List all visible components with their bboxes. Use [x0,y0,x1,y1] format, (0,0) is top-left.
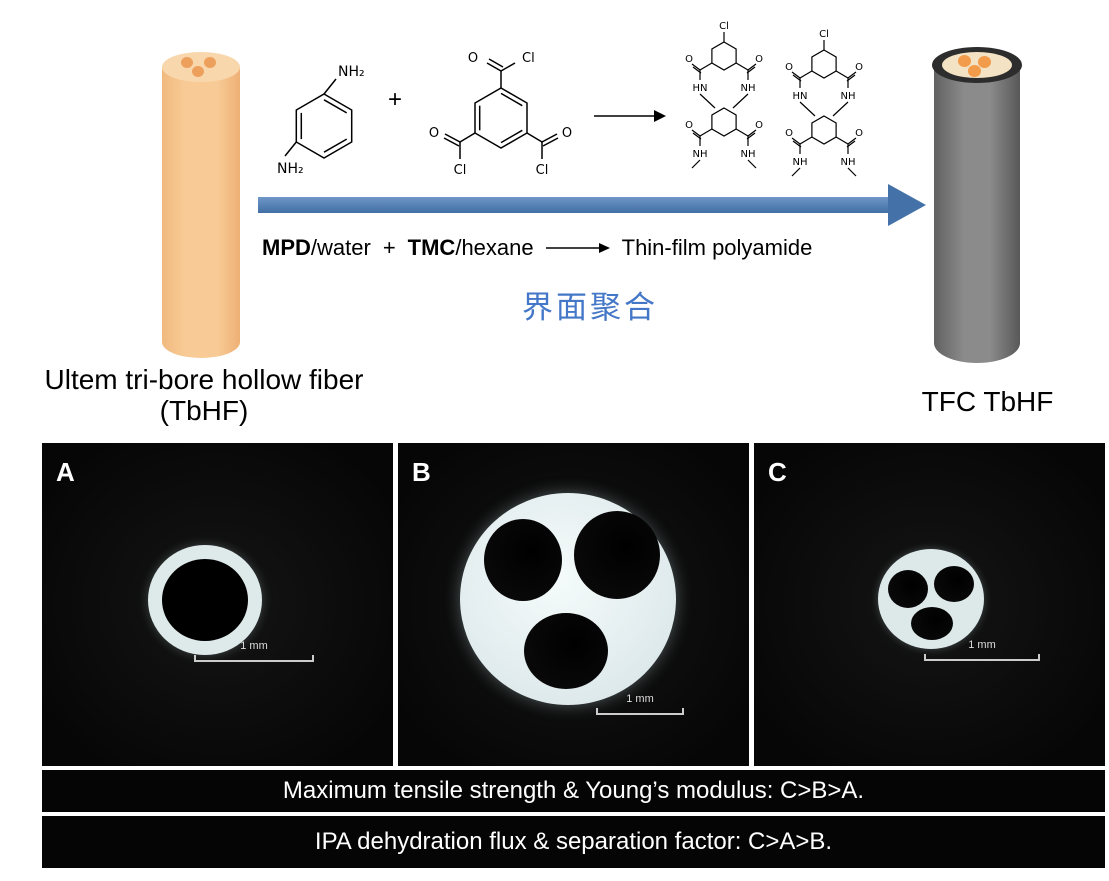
micrograph-figure: A 1 mm B 1 mm C [42,443,1105,868]
scale-bar-c-label: 1 mm [968,639,996,651]
tbhf-fiber-top [162,52,240,82]
tbhf-label: Ultem tri-bore hollow fiber (TbHF) [18,364,390,427]
flux-caption-text: IPA dehydration flux & separation factor… [314,828,833,855]
plus-sign: + [382,235,396,260]
scale-bar-c: 1 mm [924,639,1040,661]
tri-bore-cross-section-small [878,549,984,649]
mpd-solvent: /water [310,235,371,260]
bore-hole [484,519,562,601]
nh2-label: NH₂ [277,161,304,177]
panel-a-label: A [56,457,75,487]
yields-arrow-icon [545,243,610,253]
tbhf-label-line1: Ultem tri-bore hollow fiber [44,364,364,395]
bore-hole [934,566,974,602]
o-label: O [755,120,763,131]
mpd-solution-text: MPD/water [262,235,371,261]
tmc-solvent: /hexane [455,235,534,260]
separator-line [42,812,1105,816]
o-label: O [785,62,793,73]
reaction-arrow-icon [594,110,666,122]
bore-dot [204,57,216,68]
bore-hole [574,511,660,599]
hn-label: HN [793,91,808,102]
reaction-conditions: MPD/water + TMC/hexane Thin-film polyami… [262,235,812,261]
o-label: O [685,54,693,65]
o-label: O [562,126,572,141]
bore-dot [192,66,204,77]
tmc-solution-text: TMC/hexane [408,235,534,261]
scale-bar-c-line [924,654,1040,661]
tfc-tbhf-label: TFC TbHF [921,386,1054,417]
scale-bar-b-label: 1 mm [626,693,654,705]
nh-label: NH [841,157,856,168]
bore-hole [888,570,928,608]
nh-label: NH [793,157,808,168]
tensile-caption-text: Maximum tensile strength & Young’s modul… [282,777,865,804]
scale-bar-b: 1 mm [596,693,684,715]
o-label: O [468,51,478,66]
bore-dot [978,56,991,68]
bore-hole [911,607,953,640]
panel-c-label: C [768,457,787,487]
scale-bar-b-line [596,708,684,715]
plus-sign: + [388,86,403,113]
tmc-structure: O Cl O Cl O Cl [429,51,572,178]
o-label: O [855,62,863,73]
o-label: O [755,54,763,65]
bore-hole [524,613,608,689]
nh-label: NH [693,149,708,160]
nh-label: NH [841,91,856,102]
tfc-fiber-body [934,64,1020,363]
product-text: Thin-film polyamide [621,235,813,260]
cl-label: Cl [536,163,549,178]
interfacial-polymerization-caption: 界面聚合 [522,290,658,326]
bore-dot [958,55,971,67]
cl-label: Cl [522,51,535,66]
micrograph-panel-c: C 1 mm [754,443,1105,766]
tbhf-label-line2: (TbHF) [159,395,249,427]
cl-label: Cl [819,29,829,40]
cl-label: Cl [719,21,729,32]
tbhf-fiber-body [162,67,240,358]
o-label: O [429,126,439,141]
micrograph-panel-a: A 1 mm [42,443,393,766]
nh-label: NH [741,83,756,94]
process-arrow-shaft [258,197,888,213]
process-arrow-head [888,184,926,226]
cl-label: Cl [454,163,467,178]
bore-dot [968,65,981,77]
o-label: O [685,120,693,131]
scale-bar-a-line [194,655,314,662]
nh-label: NH [741,149,756,160]
o-label: O [785,128,793,139]
single-bore-cross-section [148,545,262,655]
tmc-abbrev: TMC [407,235,456,260]
scale-bar-a-label: 1 mm [240,640,268,652]
mpd-structure: NH₂ NH₂ [277,64,365,177]
flux-caption-bar: IPA dehydration flux & separation factor… [42,816,1105,868]
bore-dot [181,57,193,68]
micrograph-panel-b: B 1 mm [398,443,749,766]
micrograph-panels: A 1 mm B 1 mm C [42,443,1105,766]
tfc-fiber-top-inner [942,52,1012,78]
separator-line [42,766,1105,770]
polyamide-structure: Cl O O HN NH O O NH NH Cl O O [685,21,863,177]
scale-bar-a: 1 mm [194,640,314,662]
tfc-fiber-graphic [932,47,1022,363]
tri-bore-cross-section-large [460,493,676,705]
tfc-fiber-top [932,47,1022,83]
nh2-label: NH₂ [338,64,365,80]
o-label: O [855,128,863,139]
mpd-abbrev: MPD [262,235,311,260]
tbhf-fiber-graphic [162,52,240,358]
tensile-caption-bar: Maximum tensile strength & Young’s modul… [42,770,1105,812]
hn-label: HN [693,83,708,94]
process-arrow [258,184,926,226]
panel-b-label: B [412,457,431,487]
